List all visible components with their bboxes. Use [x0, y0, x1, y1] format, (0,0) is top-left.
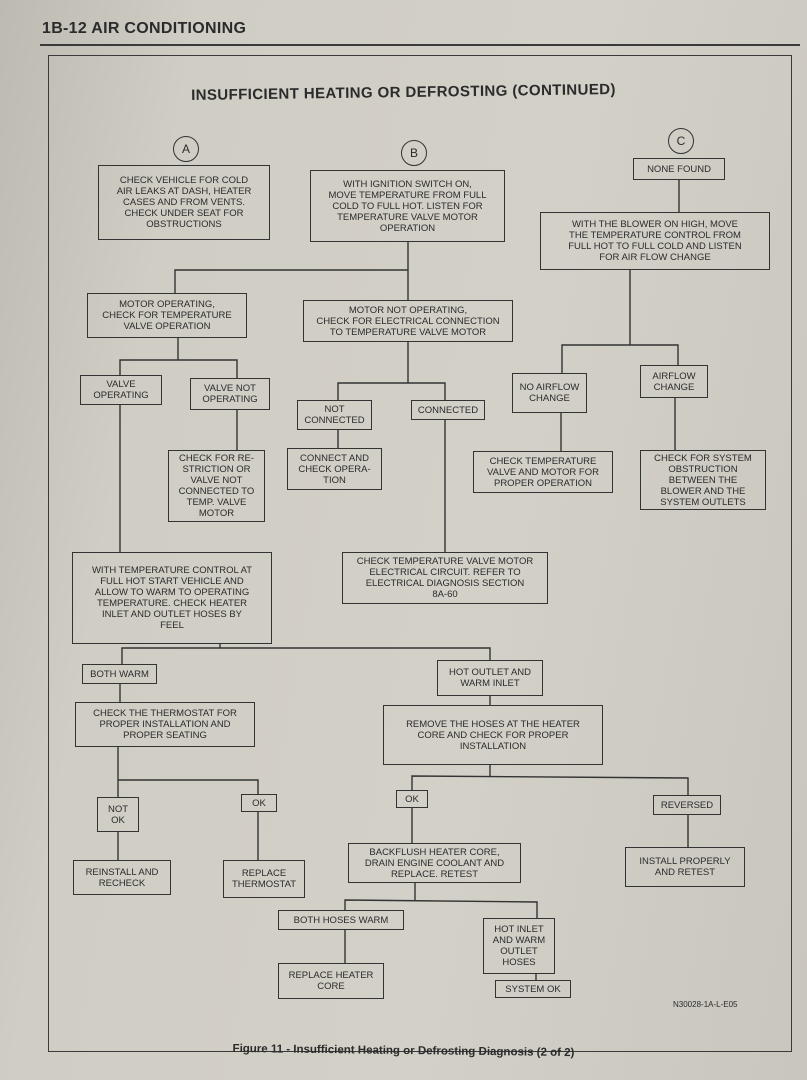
- result-airflow-change: AIRFLOW CHANGE: [640, 365, 708, 398]
- result-not-connected: NOT CONNECTED: [297, 400, 372, 430]
- result-system-ok: SYSTEM OK: [495, 980, 571, 998]
- step-replace-heater-core: REPLACE HEATER CORE: [278, 963, 384, 999]
- step-check-thermostat: CHECK THE THERMOSTAT FOR PROPER INSTALLA…: [75, 702, 255, 747]
- step-blower-airflow: WITH THE BLOWER ON HIGH, MOVE THE TEMPER…: [540, 212, 770, 270]
- step-check-valve-motor: CHECK TEMPERATURE VALVE AND MOTOR FOR PR…: [473, 451, 613, 493]
- step-check-restriction: CHECK FOR RE- STRICTION OR VALVE NOT CON…: [168, 450, 265, 522]
- result-none-found: NONE FOUND: [633, 158, 725, 180]
- result-valve-not-operating: VALVE NOT OPERATING: [190, 378, 270, 410]
- step-ignition-listen-motor: WITH IGNITION SWITCH ON, MOVE TEMPERATUR…: [310, 170, 505, 242]
- step-check-system-obstruction: CHECK FOR SYSTEM OBSTRUCTION BETWEEN THE…: [640, 450, 766, 510]
- result-valve-operating: VALVE OPERATING: [80, 375, 162, 405]
- connector-c: C: [668, 128, 694, 154]
- section-header: 1B-12 AIR CONDITIONING: [42, 20, 247, 37]
- figure-frame: [48, 55, 792, 1052]
- result-ok-hoses: OK: [396, 790, 428, 808]
- step-connect-check-operation: CONNECT AND CHECK OPERA- TION: [287, 448, 382, 490]
- step-install-properly: INSTALL PROPERLY AND RETEST: [625, 847, 745, 887]
- step-full-hot-check-hoses: WITH TEMPERATURE CONTROL AT FULL HOT STA…: [72, 552, 272, 644]
- step-backflush-heater-core: BACKFLUSH HEATER CORE, DRAIN ENGINE COOL…: [348, 843, 521, 883]
- step-check-motor-circuit: CHECK TEMPERATURE VALVE MOTOR ELECTRICAL…: [342, 552, 548, 604]
- figure-code: N30028-1A-L-E05: [673, 1000, 738, 1009]
- result-hot-outlet-warm-inlet: HOT OUTLET AND WARM INLET: [437, 660, 543, 696]
- step-reinstall-recheck: REINSTALL AND RECHECK: [73, 860, 171, 895]
- step-remove-hoses: REMOVE THE HOSES AT THE HEATER CORE AND …: [383, 705, 603, 765]
- result-not-ok: NOT OK: [97, 797, 139, 832]
- result-ok-thermostat: OK: [241, 794, 277, 812]
- result-both-warm: BOTH WARM: [82, 664, 157, 684]
- result-connected: CONNECTED: [411, 400, 485, 420]
- result-motor-operating: MOTOR OPERATING, CHECK FOR TEMPERATURE V…: [87, 293, 247, 338]
- result-hot-inlet-warm-outlet: HOT INLET AND WARM OUTLET HOSES: [483, 918, 555, 974]
- result-reversed: REVERSED: [653, 795, 721, 815]
- step-check-cold-air-leaks: CHECK VEHICLE FOR COLD AIR LEAKS AT DASH…: [98, 165, 270, 240]
- header-rule: [40, 44, 800, 46]
- result-no-airflow-change: NO AIRFLOW CHANGE: [512, 373, 587, 413]
- result-both-hoses-warm: BOTH HOSES WARM: [278, 910, 404, 930]
- result-motor-not-operating: MOTOR NOT OPERATING, CHECK FOR ELECTRICA…: [303, 300, 513, 342]
- step-replace-thermostat: REPLACE THERMOSTAT: [223, 860, 305, 898]
- connector-b: B: [401, 140, 427, 166]
- connector-a: A: [173, 136, 199, 162]
